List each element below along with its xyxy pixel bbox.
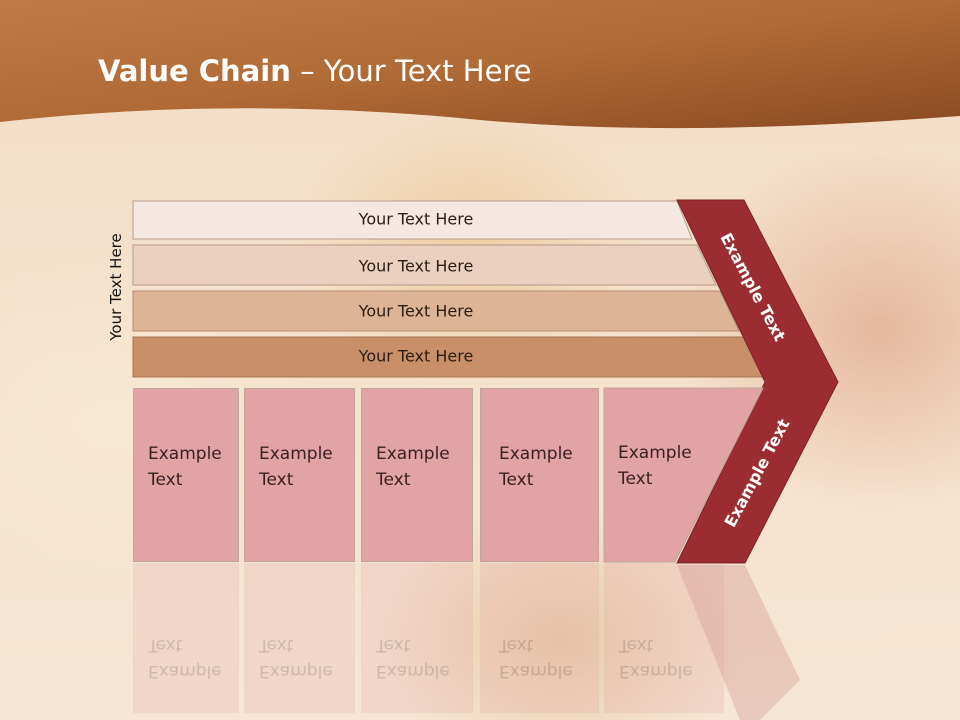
box-1-line1: Example bbox=[148, 444, 222, 464]
box-3-line1: Example bbox=[376, 444, 450, 464]
reflection-2-line1: Example bbox=[259, 661, 333, 681]
box-3: Example Text bbox=[361, 388, 473, 562]
reflection-3: Example Text bbox=[361, 563, 473, 713]
bar-1-label: Your Text Here bbox=[358, 209, 474, 229]
box-1: Example Text bbox=[133, 388, 239, 562]
box-4: Example Text bbox=[480, 388, 599, 562]
reflection-2: Example Text bbox=[244, 563, 355, 713]
box-2-text: Example Text bbox=[259, 441, 333, 493]
box-5: Example Text bbox=[604, 388, 724, 562]
box-2-line1: Example bbox=[259, 444, 333, 464]
box-4-line2: Text bbox=[499, 470, 534, 490]
header-band bbox=[0, 0, 960, 129]
reflection-3-line1: Example bbox=[376, 661, 450, 681]
title-rest: – Your Text Here bbox=[290, 54, 532, 88]
chevron-reflection bbox=[677, 565, 800, 720]
box-4-line1: Example bbox=[499, 444, 573, 464]
chevron-shape bbox=[676, 199, 839, 564]
box-3-text: Example Text bbox=[376, 441, 450, 493]
bar-3-label: Your Text Here bbox=[358, 301, 474, 321]
box-1-text: Example Text bbox=[148, 441, 222, 493]
bar-1 bbox=[132, 200, 693, 240]
box-5-line1: Example bbox=[618, 443, 692, 463]
reflection-1: Example Text bbox=[133, 563, 239, 713]
reflection-2-text: Example Text bbox=[259, 632, 333, 684]
reflection-4-text: Example Text bbox=[499, 632, 573, 684]
bar-2-label: Your Text Here bbox=[358, 256, 474, 276]
box-3-line2: Text bbox=[376, 470, 411, 490]
box-1-line2: Text bbox=[148, 470, 183, 490]
reflection-4-line2: Text bbox=[499, 635, 534, 655]
reflection-3-line2: Text bbox=[376, 635, 411, 655]
reflection-5-line2: Text bbox=[619, 635, 654, 655]
box-4-text: Example Text bbox=[499, 441, 573, 493]
title-bold: Value Chain bbox=[98, 54, 291, 88]
box-5-line2: Text bbox=[618, 469, 653, 489]
reflection-3-text: Example Text bbox=[376, 632, 450, 684]
reflection-4: Example Text bbox=[480, 563, 599, 713]
box-5-text: Example Text bbox=[618, 440, 692, 492]
reflection-1-text: Example Text bbox=[148, 632, 222, 684]
box-2-line2: Text bbox=[259, 470, 294, 490]
reflection-1-line2: Text bbox=[148, 635, 183, 655]
page-title: Value Chain – Your Text Here bbox=[98, 54, 532, 88]
reflection-2-line2: Text bbox=[259, 635, 294, 655]
reflection-1-line1: Example bbox=[148, 661, 222, 681]
bar-2 bbox=[132, 244, 717, 286]
reflection-5-text: Example Text bbox=[619, 632, 693, 684]
bar-3 bbox=[132, 290, 740, 332]
reflection-5-line1: Example bbox=[619, 661, 693, 681]
reflection-4-line1: Example bbox=[499, 661, 573, 681]
reflection-5: Example Text bbox=[604, 563, 724, 713]
bar-4-label: Your Text Here bbox=[358, 346, 474, 366]
box-2: Example Text bbox=[244, 388, 355, 562]
